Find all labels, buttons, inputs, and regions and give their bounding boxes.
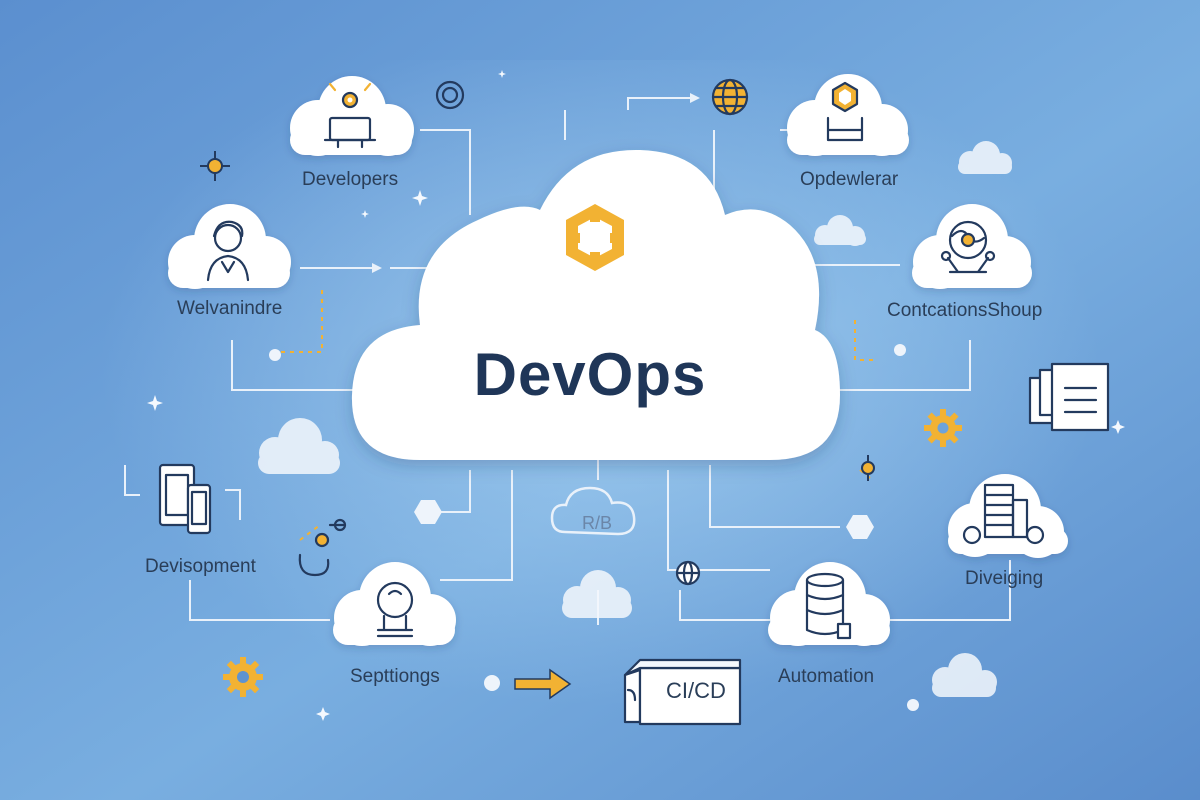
cloud-small-2 — [814, 215, 866, 246]
cloud-developers — [290, 76, 414, 156]
shield-ring-icon — [435, 80, 465, 110]
cicd-box-icon — [623, 658, 742, 726]
server-building-icon — [962, 483, 1045, 545]
cloud-badge-label: R/B — [581, 513, 612, 533]
person-avatar-icon — [206, 220, 250, 282]
cloud-small-4 — [562, 570, 632, 618]
hexagon-dots — [269, 344, 919, 711]
cloud-diveiging — [948, 474, 1068, 558]
label-welvanindre: Welvanindre — [177, 298, 283, 319]
gear-icons — [200, 151, 962, 697]
network-node-icon — [298, 518, 347, 577]
label-automation: Automation — [778, 666, 875, 687]
network-globe-icon — [940, 220, 996, 274]
workstation-gear-icon — [323, 82, 377, 149]
label-diveiging: Diveiging — [965, 568, 1044, 589]
small-clouds — [258, 141, 1012, 697]
cicd-label: CI/CD — [666, 678, 726, 703]
robot-dome-icon — [376, 581, 414, 638]
gear-icon-left — [223, 657, 263, 697]
hexagon-dot-left — [414, 500, 442, 524]
label-contcations: ContcationsShoup — [887, 300, 1043, 321]
label-opdewlerar: Opdewlerar — [800, 169, 899, 190]
diagram-title: DevOps — [473, 341, 707, 408]
sparkles — [147, 70, 1125, 721]
connector-node-icon-right — [861, 455, 875, 481]
hexagon-dot-right — [846, 515, 874, 539]
cloud-small-3 — [258, 418, 340, 474]
globe-icon — [711, 78, 749, 116]
arrowheads — [372, 93, 700, 273]
deploy-hexagon-icon — [826, 81, 864, 142]
cloud-small-1 — [958, 141, 1012, 174]
document-stack-icon — [1028, 362, 1110, 432]
devices-icon — [158, 463, 212, 535]
label-developers: Developers — [302, 169, 399, 190]
cloud-opdewlerar — [787, 74, 909, 156]
central-cloud — [351, 149, 840, 460]
label-devisopment: Devisopment — [145, 556, 256, 577]
cloud-outline-icon — [550, 486, 636, 536]
cloud-small-5 — [932, 653, 997, 697]
database-icon — [805, 572, 852, 640]
label-septtiongs: Septtiongs — [350, 666, 440, 687]
gear-icon-right — [924, 409, 962, 447]
small-globe-icon — [675, 560, 701, 586]
connector-node-icon — [200, 151, 230, 181]
hexagon-logo-icon — [566, 204, 624, 271]
arrow-right-icon — [514, 668, 572, 700]
connector-lines — [124, 97, 1011, 625]
